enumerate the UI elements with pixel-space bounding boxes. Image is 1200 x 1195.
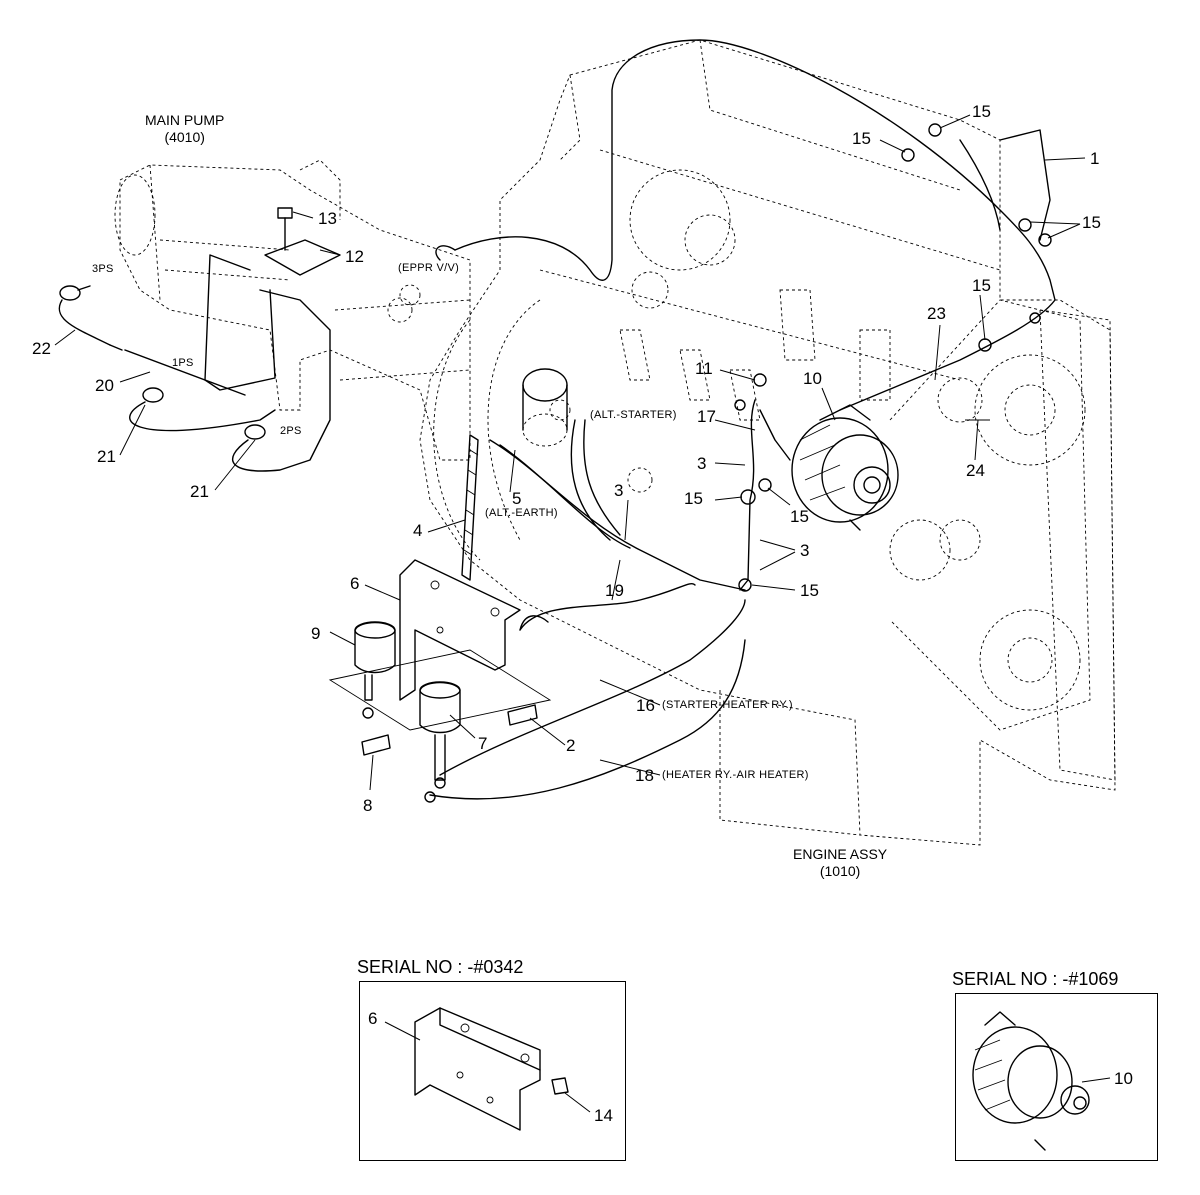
engine-assy-name: ENGINE ASSY xyxy=(793,846,888,862)
callout-23: 23 xyxy=(927,304,946,323)
inset-2-callout-10: 10 xyxy=(1114,1069,1133,1088)
tag-3ps: 3PS xyxy=(92,263,114,275)
alternator xyxy=(791,404,899,531)
callout-11: 11 xyxy=(695,359,713,378)
note-heater-air: (HEATER RY.-AIR HEATER) xyxy=(662,769,809,781)
wire-harness xyxy=(429,39,1056,800)
callout-15: 15 xyxy=(790,507,809,526)
pressure-sensors xyxy=(58,254,331,472)
main-pump-name: MAIN PUMP xyxy=(145,112,225,128)
callout-3: 3 xyxy=(614,481,624,500)
callout-15: 15 xyxy=(972,276,991,295)
inset-1-drawing xyxy=(384,1007,591,1131)
earth-strap xyxy=(461,434,479,581)
main-pump-code: (4010) xyxy=(164,128,205,145)
engine-assy-title: ENGINE ASSY (1010) xyxy=(793,846,887,880)
callout-21: 21 xyxy=(97,447,116,466)
callout-3: 3 xyxy=(697,454,707,473)
note-alt-earth: (ALT.-EARTH) xyxy=(485,507,558,519)
inset-2-title: SERIAL NO : -#1069 xyxy=(952,969,1119,989)
inset-1-title: SERIAL NO : -#0342 xyxy=(357,957,524,977)
starter xyxy=(522,368,568,447)
callout-21: 21 xyxy=(190,482,209,501)
engine-assy-code: (1010) xyxy=(819,862,861,879)
callout-17: 17 xyxy=(697,407,716,426)
note-eppr: (EPPR V/V) xyxy=(398,262,460,274)
inset-1-callout-6: 6 xyxy=(368,1009,378,1028)
callout-16: 16 xyxy=(636,696,655,715)
tag-2ps: 2PS xyxy=(280,425,302,437)
callout-6: 6 xyxy=(350,574,360,593)
wire-clips xyxy=(734,123,1052,592)
note-alt-starter: (ALT.-STARTER) xyxy=(590,409,677,421)
callout-24: 24 xyxy=(966,461,985,480)
callout-12: 12 xyxy=(345,247,364,266)
callout-19: 19 xyxy=(605,581,624,600)
main-pump xyxy=(114,159,471,461)
main-pump-title: MAIN PUMP (4010) xyxy=(145,112,224,146)
callout-5: 5 xyxy=(512,489,522,508)
callout-7: 7 xyxy=(478,734,488,753)
callout-18: 18 xyxy=(635,766,654,785)
inset-1-frame xyxy=(359,981,626,1161)
callout-15: 15 xyxy=(1082,213,1101,232)
callout-15: 15 xyxy=(800,581,819,600)
callout-22: 22 xyxy=(32,339,51,358)
callout-2: 2 xyxy=(566,736,576,755)
note-starter-heater: (STARTER-HEATER RY.) xyxy=(662,699,793,711)
callout-20: 20 xyxy=(95,376,114,395)
callout-15: 15 xyxy=(852,129,871,148)
engine-block xyxy=(387,39,1116,846)
callout-15: 15 xyxy=(684,489,703,508)
callout-13: 13 xyxy=(318,209,337,228)
callout-3: 3 xyxy=(800,541,810,560)
callout-8: 8 xyxy=(363,796,373,815)
tag-1ps: 1PS xyxy=(172,357,194,369)
callout-10: 10 xyxy=(803,369,822,388)
inset-2-drawing xyxy=(972,1011,1111,1151)
relay-bracket xyxy=(328,559,552,803)
leader-lines xyxy=(54,114,1086,791)
callout-4: 4 xyxy=(413,521,423,540)
inset-2-frame xyxy=(955,993,1158,1161)
inset-1-callout-14: 14 xyxy=(594,1106,613,1125)
callout-9: 9 xyxy=(311,624,321,643)
callout-1: 1 xyxy=(1090,149,1100,168)
callout-15: 15 xyxy=(972,102,991,121)
